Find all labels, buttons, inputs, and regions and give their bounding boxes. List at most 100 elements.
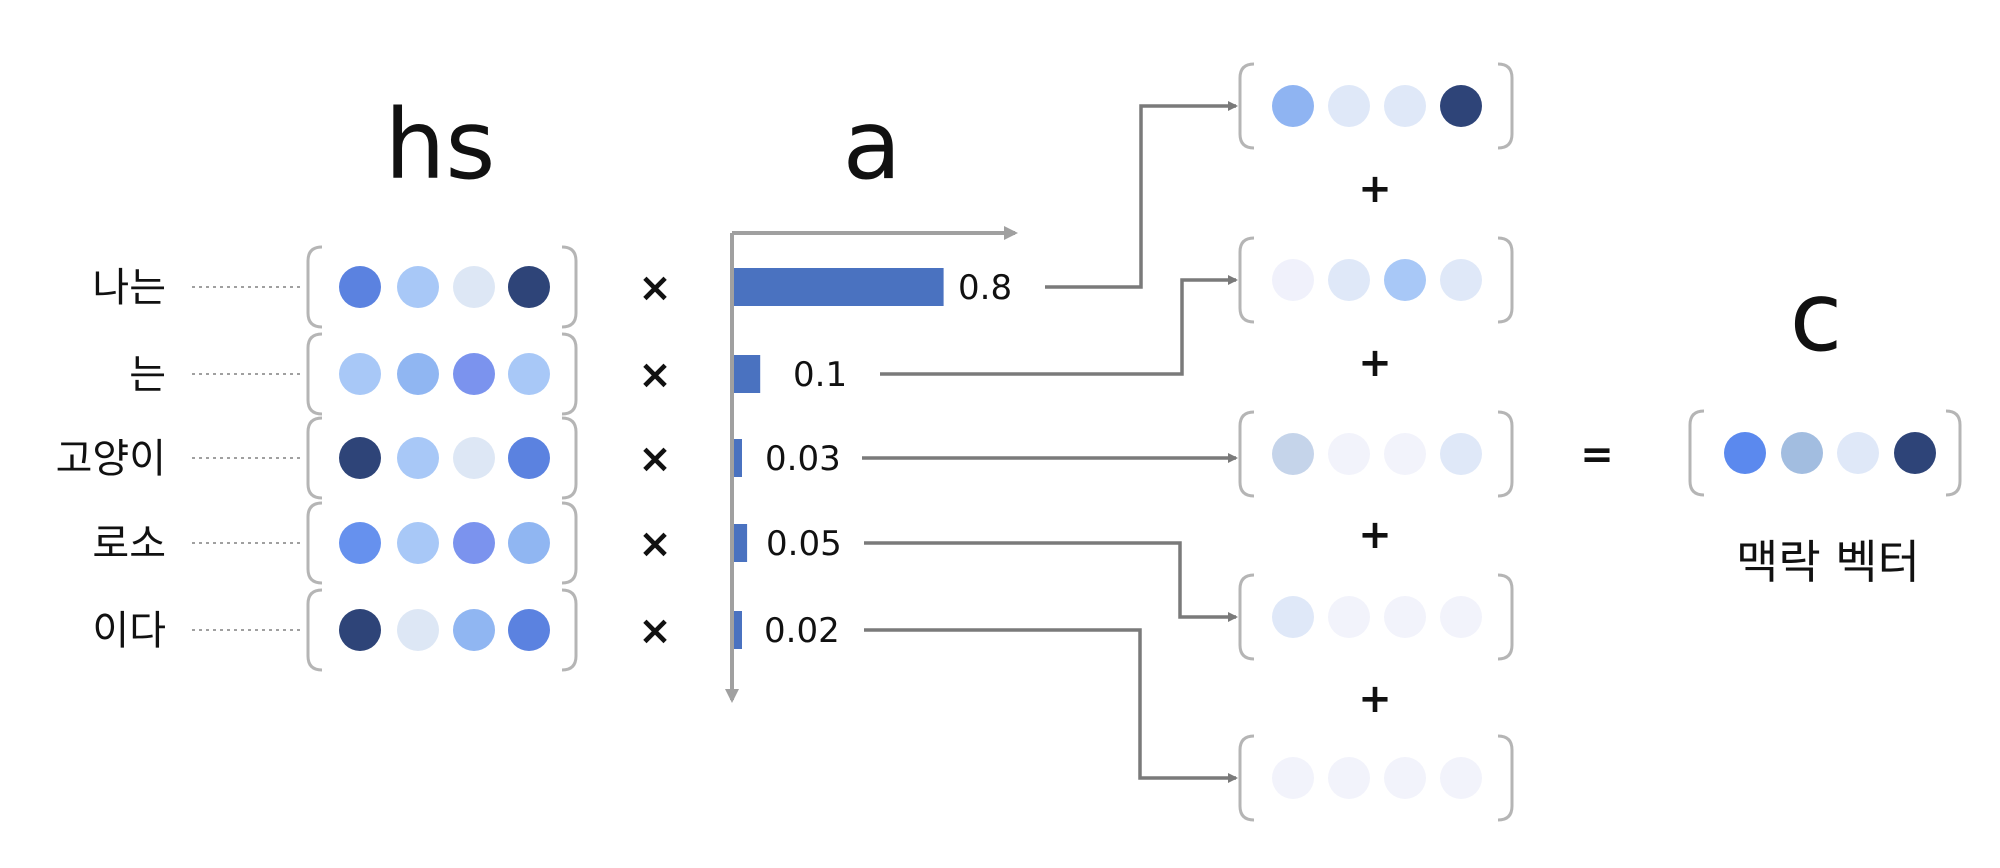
weighted-cell xyxy=(1272,596,1314,638)
hs-cell xyxy=(453,609,495,651)
attention-weight-label: 0.02 xyxy=(764,611,840,651)
weighted-vector-bracket-right xyxy=(1497,236,1514,324)
hs-cell xyxy=(339,266,381,308)
word-label: 이다 xyxy=(92,608,166,654)
word-label: 로소 xyxy=(92,521,166,567)
hs-cell xyxy=(397,609,439,651)
weighted-cell xyxy=(1384,85,1426,127)
weighted-cell xyxy=(1440,433,1482,475)
attention-weight-label: 0.8 xyxy=(958,268,1012,308)
hs-cell xyxy=(453,353,495,395)
times-sign: × xyxy=(638,521,672,567)
weighted-vector-bracket-right xyxy=(1497,62,1514,150)
hs-row-bracket-right xyxy=(561,332,578,416)
attention-weight-label: 0.05 xyxy=(766,524,842,564)
hs-cell xyxy=(508,266,550,308)
hs-cell xyxy=(339,609,381,651)
hs-cell xyxy=(339,437,381,479)
hs-row-bracket-right xyxy=(561,245,578,329)
hs-cell xyxy=(397,437,439,479)
hs-cell xyxy=(453,522,495,564)
weighted-vectors xyxy=(1238,62,1514,822)
plus-sign: + xyxy=(1358,512,1392,558)
context-cell xyxy=(1724,432,1766,474)
context-vector-bracket-left xyxy=(1688,409,1705,497)
weighted-vector-bracket-left xyxy=(1238,410,1255,498)
weighted-cell xyxy=(1440,85,1482,127)
attention-axis xyxy=(725,226,1018,703)
hs-row-bracket-left xyxy=(306,332,323,416)
connector-arrow xyxy=(880,275,1238,376)
weighted-vector-bracket xyxy=(1238,236,1514,324)
weighted-vector-bracket xyxy=(1238,734,1514,822)
c-title: c xyxy=(1790,261,1843,373)
attention-bar xyxy=(734,355,761,393)
hs-cell xyxy=(453,266,495,308)
word-label: 는 xyxy=(129,352,166,398)
times-column: × × × × × xyxy=(638,265,672,654)
hs-row-bracket-left xyxy=(306,245,323,329)
hs-row-bracket xyxy=(306,588,578,672)
weighted-vector-bracket-right xyxy=(1497,410,1514,498)
hs-row-bracket xyxy=(306,245,578,329)
times-sign: × xyxy=(638,352,672,398)
attention-bar xyxy=(734,524,748,562)
weighted-cell xyxy=(1272,757,1314,799)
hs-cell xyxy=(339,353,381,395)
context-vector-caption: 맥락 벡터 xyxy=(1736,535,1920,589)
hs-row-bracket xyxy=(306,416,578,500)
times-sign: × xyxy=(638,608,672,654)
hs-cell xyxy=(508,353,550,395)
hs-cell xyxy=(453,437,495,479)
a-title: a xyxy=(843,89,902,201)
hs-cell xyxy=(397,353,439,395)
word-label: 고양이 xyxy=(56,436,166,482)
context-vector-bracket-right xyxy=(1945,409,1962,497)
weighted-cell xyxy=(1272,85,1314,127)
weighted-cell xyxy=(1272,259,1314,301)
weighted-vector-bracket-left xyxy=(1238,573,1255,661)
weighted-cell xyxy=(1328,596,1370,638)
hs-cell xyxy=(508,522,550,564)
context-cell xyxy=(1781,432,1823,474)
weighted-cell xyxy=(1440,757,1482,799)
context-vector-bracket xyxy=(1688,409,1962,497)
weighted-cell xyxy=(1440,596,1482,638)
attention-bar xyxy=(734,268,944,306)
connectors xyxy=(862,101,1238,783)
connector-arrow xyxy=(1045,101,1238,289)
hs-cell xyxy=(397,266,439,308)
hs-row-bracket-right xyxy=(561,588,578,672)
equals-sign: = xyxy=(1580,432,1614,478)
weighted-vector-bracket xyxy=(1238,573,1514,661)
weighted-vector-bracket xyxy=(1238,410,1514,498)
weighted-cell xyxy=(1328,85,1370,127)
hs-title: hs xyxy=(385,89,496,201)
plus-sign: + xyxy=(1358,340,1392,386)
attention-bars: 0.80.10.030.050.02 xyxy=(734,268,1012,651)
context-vector xyxy=(1688,409,1962,497)
hs-cell xyxy=(339,522,381,564)
hs-cell xyxy=(397,522,439,564)
weighted-vector-bracket xyxy=(1238,62,1514,150)
hs-cell xyxy=(508,609,550,651)
weighted-cell xyxy=(1272,433,1314,475)
weighted-vector-bracket-left xyxy=(1238,236,1255,324)
attention-weight-label: 0.1 xyxy=(793,355,847,395)
weighted-cell xyxy=(1384,259,1426,301)
hs-cell xyxy=(508,437,550,479)
times-sign: × xyxy=(638,436,672,482)
attention-bar xyxy=(734,439,742,477)
weighted-cell xyxy=(1440,259,1482,301)
hs-row-bracket-right xyxy=(561,416,578,500)
weighted-cell xyxy=(1384,596,1426,638)
context-cell xyxy=(1894,432,1936,474)
word-label: 나는 xyxy=(92,265,166,311)
times-sign: × xyxy=(638,265,672,311)
weighted-vector-bracket-right xyxy=(1497,573,1514,661)
connector-arrow xyxy=(864,628,1238,783)
plus-column: ++++ xyxy=(1358,166,1392,722)
weighted-vector-bracket-left xyxy=(1238,734,1255,822)
plus-sign: + xyxy=(1358,676,1392,722)
